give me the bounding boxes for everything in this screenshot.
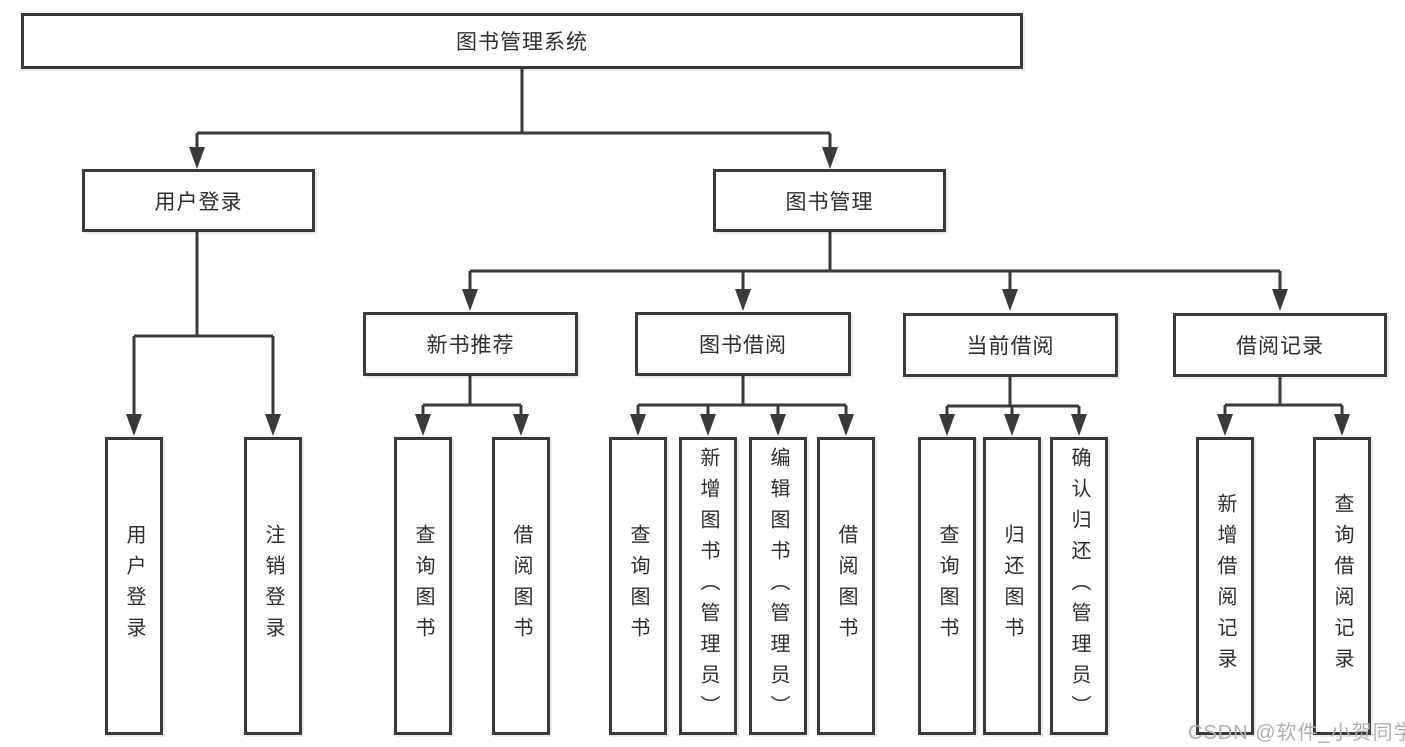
arrowhead [415,414,431,436]
arrowhead [735,289,751,311]
connector-user-login-to-leaves [132,232,275,418]
node-book-management: 图书管理 [713,169,946,232]
arrowhead [939,414,955,436]
leaf-query-book-borrow: 查询图书 [609,437,667,735]
connector-book-management-to-level3 [468,232,1282,293]
node-borrowing-records: 借阅记录 [1173,313,1387,377]
leaf-add-borrow-record: 新增借阅记录 [1196,437,1254,735]
arrowhead [838,414,854,436]
node-book-borrowing: 图书借阅 [635,312,851,376]
connector-book-borrow-to-leaves [636,376,848,418]
leaf-edit-book-admin: 编辑图书（管理员） [749,437,807,735]
arrowhead [1002,289,1018,311]
arrowhead [630,414,646,436]
csdn-watermark: CSDN @软件_小贺同学 [1188,722,1405,744]
arrowhead [822,147,838,169]
leaf-logout-login: 注销登录 [244,437,302,735]
leaf-borrow-book: 借阅图书 [817,437,875,735]
arrowhead [770,414,786,436]
leaf-return-book: 归还图书 [983,437,1041,735]
node-current-borrowing: 当前借阅 [903,313,1118,377]
leaf-query-book-current: 查询图书 [918,437,976,735]
leaf-user-login: 用户登录 [105,437,163,735]
node-library-management-system: 图书管理系统 [21,13,1023,69]
arrowhead [265,414,281,436]
arrowhead [1217,414,1233,436]
arrowhead [462,289,478,311]
arrowhead [1334,414,1350,436]
arrowhead [1004,414,1020,436]
arrowhead [1071,414,1087,436]
arrowhead [189,147,205,169]
leaf-query-borrow-record: 查询借阅记录 [1313,437,1371,735]
node-new-book-recommendation: 新书推荐 [363,312,578,376]
arrowhead [126,414,142,436]
leaf-confirm-return-admin: 确认归还（管理员） [1050,437,1108,735]
connector-current-borrow-to-leaves [945,377,1081,418]
connector-borrow-records-to-leaves [1223,377,1344,418]
arrowhead [700,414,716,436]
connector-root-to-level2 [195,69,832,151]
node-user-login: 用户登录 [82,169,315,232]
connector-new-book-recommend-to-leaves [421,376,523,418]
leaf-add-book-admin: 新增图书（管理员） [679,437,737,735]
leaf-query-book-recommend: 查询图书 [394,437,452,735]
arrowhead [513,414,529,436]
arrowhead [1272,289,1288,311]
leaf-borrow-book-recommend: 借阅图书 [492,437,550,735]
